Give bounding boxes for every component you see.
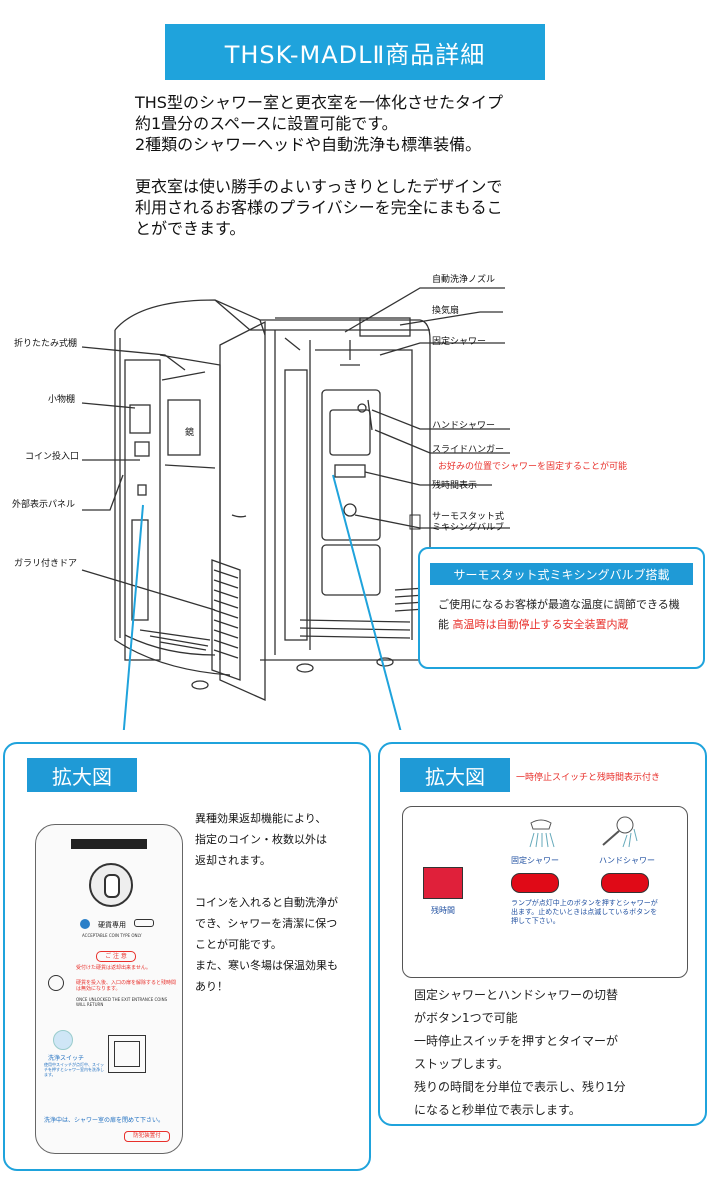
desc-line: でき、シャワーを清潔に保つ — [195, 917, 338, 930]
desc-line: コインを入れると自動洗浄が — [195, 896, 338, 909]
hand-shower-label: ハンドシャワー — [599, 856, 655, 865]
shower-control-box: 残時間 固定シャワー ハンドシャワー ランプが点灯中上のボタンを押すとシャワーが… — [402, 806, 688, 978]
security-badge: 防犯装置付 — [124, 1131, 170, 1142]
coin-panel-description: 異種効果返却機能により、 指定のコイン・枚数以外は 返却されます。 コインを入れ… — [195, 808, 338, 997]
control-panel-description: 固定シャワーとハンドシャワーの切替 がボタン1つで可能 一時停止スイッチを押すと… — [414, 984, 674, 1122]
caution-badge: ご 注 意 — [96, 951, 136, 962]
shower-booth-illustration: 鏡 — [81, 287, 510, 730]
hand-shower-button[interactable] — [601, 873, 649, 893]
wash-switch-desc: 使用中スイッチが点灯中、スイッチを押すとシャワー室内を洗浄します。 — [44, 1062, 104, 1077]
page-title: THSK-MADLⅡ商品詳細 — [165, 24, 545, 80]
desc-line: ストップします。 — [414, 1057, 509, 1071]
thermo-valve-callout: サーモスタット式ミキシングバルブ搭載 ご使用になるお客様が最適な温度に調節できる… — [418, 547, 705, 669]
desc-line: 残りの時間を分単位で表示し、残り1分 — [414, 1080, 626, 1094]
enlargement-heading: 拡大図 — [27, 758, 137, 792]
wash-note: 洗浄中は、シャワー室の扉を閉めて下さい。 — [44, 1117, 165, 1124]
coin-panel-enlargement: 拡大図 硬貨専用 ACCEPTABLE COIN TYPE ONLY ご 注 意… — [3, 742, 371, 1171]
desc-line: 異種効果返却機能により、 — [195, 812, 327, 825]
label-outer-display-panel: 外部表示パネル — [12, 500, 76, 510]
remaining-time-display — [423, 867, 463, 899]
thermo-valve-desc: ご使用になるお客様が最適な温度に調節できる機能 — [438, 598, 680, 631]
mirror-label: 鏡 — [185, 426, 194, 438]
control-panel-enlargement: 拡大図 一時停止スイッチと残時間表示付き 残時間 固定シャワー ハンドシャワー … — [378, 742, 707, 1126]
label-louver-door: ガラリ付きドア — [14, 559, 78, 569]
desc-line: あり！ — [195, 980, 228, 993]
product-diagram: 鏡 自動洗浄ノズル 換気扇 固定シャワー 折りたたみ式棚 小物棚 コイン投入口 … — [0, 260, 710, 730]
desc-line: 固定シャワーとハンドシャワーの切替 — [414, 988, 619, 1002]
desc-line: 返却されます。 — [195, 854, 271, 867]
desc-line: ことが可能です。 — [195, 938, 282, 951]
coin-icon — [80, 919, 90, 929]
intro-line: 約1畳分のスペースに設置可能です。 — [135, 114, 398, 133]
coin-slot-dial[interactable] — [89, 863, 133, 907]
coin-only-label: 硬貨専用 — [98, 921, 126, 929]
desc-line — [195, 871, 338, 892]
pause-switch-note: 一時停止スイッチと残時間表示付き — [516, 773, 661, 783]
label-hand-shower: ハンドシャワー — [432, 421, 496, 431]
caution-en: ONCE UNLOCKED THE EXIT ENTRANCE COINS WI… — [76, 997, 168, 1007]
display-slot — [71, 839, 147, 849]
label-slide-hanger: スライドハンガー — [432, 445, 505, 455]
thermo-valve-safety: 高温時は自動停止する安全装置内蔵 — [452, 618, 629, 631]
intro-line: 2種類のシャワーヘッドや自動洗浄も標準装備。 — [135, 135, 482, 154]
fixed-shower-icon — [529, 819, 555, 848]
label-folding-shelf: 折りたたみ式棚 — [14, 339, 78, 349]
label-coin-slot: コイン投入口 — [25, 452, 80, 462]
label-time-display: 残時間表示 — [432, 481, 478, 491]
shower-instruction: ランプが点灯中上のボタンを押すとシャワーが出ます。止めたいときは点滅しているボタ… — [511, 899, 658, 925]
intro-line: 更衣室は使い勝手のよいすっきりとしたデザインで — [135, 177, 503, 196]
hand-shower-icon — [602, 816, 638, 848]
desc-line: がボタン1つで可能 — [414, 1011, 518, 1025]
caution-line1: 受付けた硬貨は返却出来ません。 — [76, 965, 151, 971]
desc-line: になると秒単位で表示します。 — [414, 1103, 581, 1117]
label-fan: 換気扇 — [432, 306, 460, 316]
desc-line: 指定のコイン・枚数以外は — [195, 833, 327, 846]
label-auto-wash-nozzle: 自動洗浄ノズル — [432, 275, 496, 285]
wash-switch-button[interactable] — [53, 1030, 73, 1050]
intro-line: THS型のシャワー室と更衣室を一体化させたタイプ — [135, 93, 503, 112]
coin-plate: 硬貨専用 ACCEPTABLE COIN TYPE ONLY ご 注 意 受付け… — [35, 824, 183, 1154]
lock-icon — [48, 975, 64, 991]
label-thermo-valve: サーモスタット式 ミキシングバルブ — [432, 512, 505, 533]
label-slide-hanger-note: お好みの位置でシャワーを固定することが可能 — [438, 462, 628, 472]
coin-tray-icon — [134, 919, 154, 927]
thermo-valve-heading: サーモスタット式ミキシングバルブ搭載 — [430, 563, 693, 585]
time-display-window — [108, 1035, 146, 1073]
intro-text: THS型のシャワー室と更衣室を一体化させたタイプ 約1畳分のスペースに設置可能で… — [135, 92, 595, 239]
desc-line: 一時停止スイッチを押すとタイマーが — [414, 1034, 619, 1048]
label-fixed-shower: 固定シャワー — [432, 337, 487, 347]
thermo-valve-text: ご使用になるお客様が最適な温度に調節できる機能 高温時は自動停止する安全装置内蔵 — [438, 595, 688, 635]
intro-line: 利用されるお客様のプライバシーを完全にまもるこ — [135, 198, 503, 217]
label-small-shelf: 小物棚 — [48, 395, 76, 405]
intro-line: とができます。 — [135, 219, 246, 238]
enlargement-heading: 拡大図 — [400, 758, 510, 792]
acceptable-coin-text: ACCEPTABLE COIN TYPE ONLY — [82, 933, 142, 938]
fixed-shower-label: 固定シャワー — [511, 856, 559, 865]
remaining-time-label: 残時間 — [431, 906, 455, 915]
wash-switch-label: 洗浄スイッチ — [48, 1055, 85, 1062]
fixed-shower-button[interactable] — [511, 873, 559, 893]
caution-line2: 硬貨を投入後、入口の扉を解除すると残時間は無効になります。 — [76, 980, 177, 992]
desc-line: また、寒い冬場は保温効果も — [195, 959, 338, 972]
